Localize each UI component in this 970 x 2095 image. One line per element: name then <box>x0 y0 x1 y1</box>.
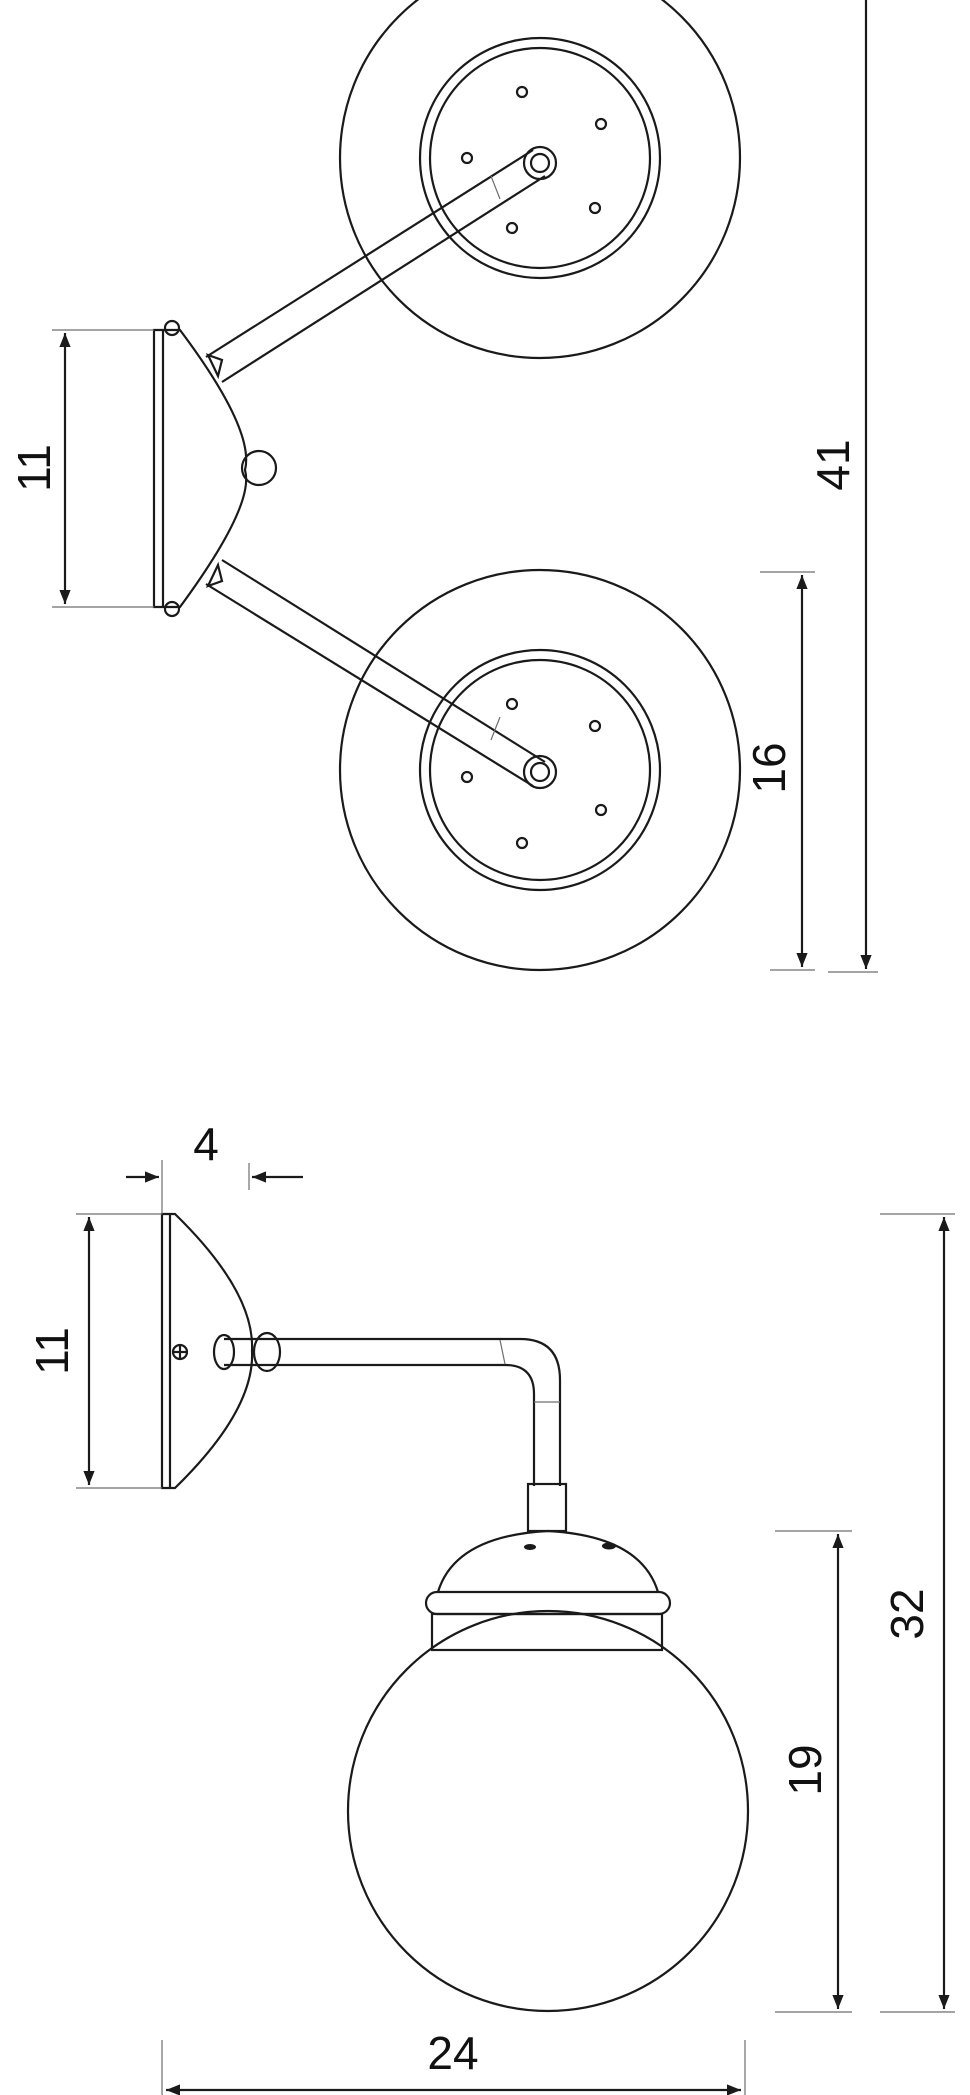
lower-socket-inner <box>529 761 551 783</box>
upper-holder-hole <box>588 201 602 215</box>
dim-shade-diameter-label: 16 <box>743 742 795 793</box>
lower-holder-inner <box>428 658 652 882</box>
upper-holder-hole <box>460 151 474 165</box>
dim-shade-diameter: 16 <box>743 571 815 971</box>
lower-holder-hole <box>594 803 608 817</box>
dim-total-height: 32 <box>880 1213 955 2013</box>
upper-shade <box>338 0 742 360</box>
top-view: 11 16 41 <box>8 0 878 973</box>
dim-plate-height-top: 11 <box>8 329 154 608</box>
dim-plate-height-side: 11 <box>26 1213 162 1489</box>
upper-holder-outer <box>418 36 662 280</box>
upper-holder-hole <box>505 221 519 235</box>
upper-holder-inner <box>428 46 652 270</box>
upper-socket-inner <box>529 152 551 174</box>
dim-total-height-label: 32 <box>881 1588 933 1639</box>
side-view: 4 11 19 32 24 <box>26 1118 955 2095</box>
dim-shade-height-label: 19 <box>779 1744 831 1795</box>
dim-projection-label: 24 <box>427 2027 478 2079</box>
dim-shade-height: 19 <box>775 1530 852 2013</box>
dim-plate-depth: 4 <box>126 1118 303 1214</box>
upper-shade-outline <box>338 0 742 360</box>
side-holder <box>424 1529 672 1652</box>
lower-holder-hole <box>588 719 602 733</box>
lower-holder-hole <box>460 770 474 784</box>
dim-total-width-label: 41 <box>807 439 859 490</box>
upper-arm <box>205 149 546 383</box>
lower-arm <box>205 559 546 787</box>
wall-plate-top <box>152 319 278 618</box>
upper-holder-hole <box>515 85 529 99</box>
lower-socket-outer <box>522 754 558 790</box>
globe-shade <box>346 1609 750 2013</box>
wall-plate-side <box>160 1212 254 1490</box>
lower-shade <box>338 568 742 972</box>
lower-holder-hole <box>515 836 529 850</box>
dim-plate-height-top-label: 11 <box>8 444 60 492</box>
side-arm <box>212 1331 568 1533</box>
dim-total-width: 41 <box>807 0 878 973</box>
dim-plate-height-side-label: 11 <box>26 1327 78 1375</box>
lower-holder-hole <box>505 697 519 711</box>
mounting-knob <box>240 449 278 487</box>
lower-shade-outline <box>338 568 742 972</box>
upper-holder-hole <box>594 117 608 131</box>
dim-plate-depth-label: 4 <box>193 1118 219 1170</box>
dim-projection: 24 <box>161 2027 746 2095</box>
lower-holder-outer <box>418 648 662 892</box>
